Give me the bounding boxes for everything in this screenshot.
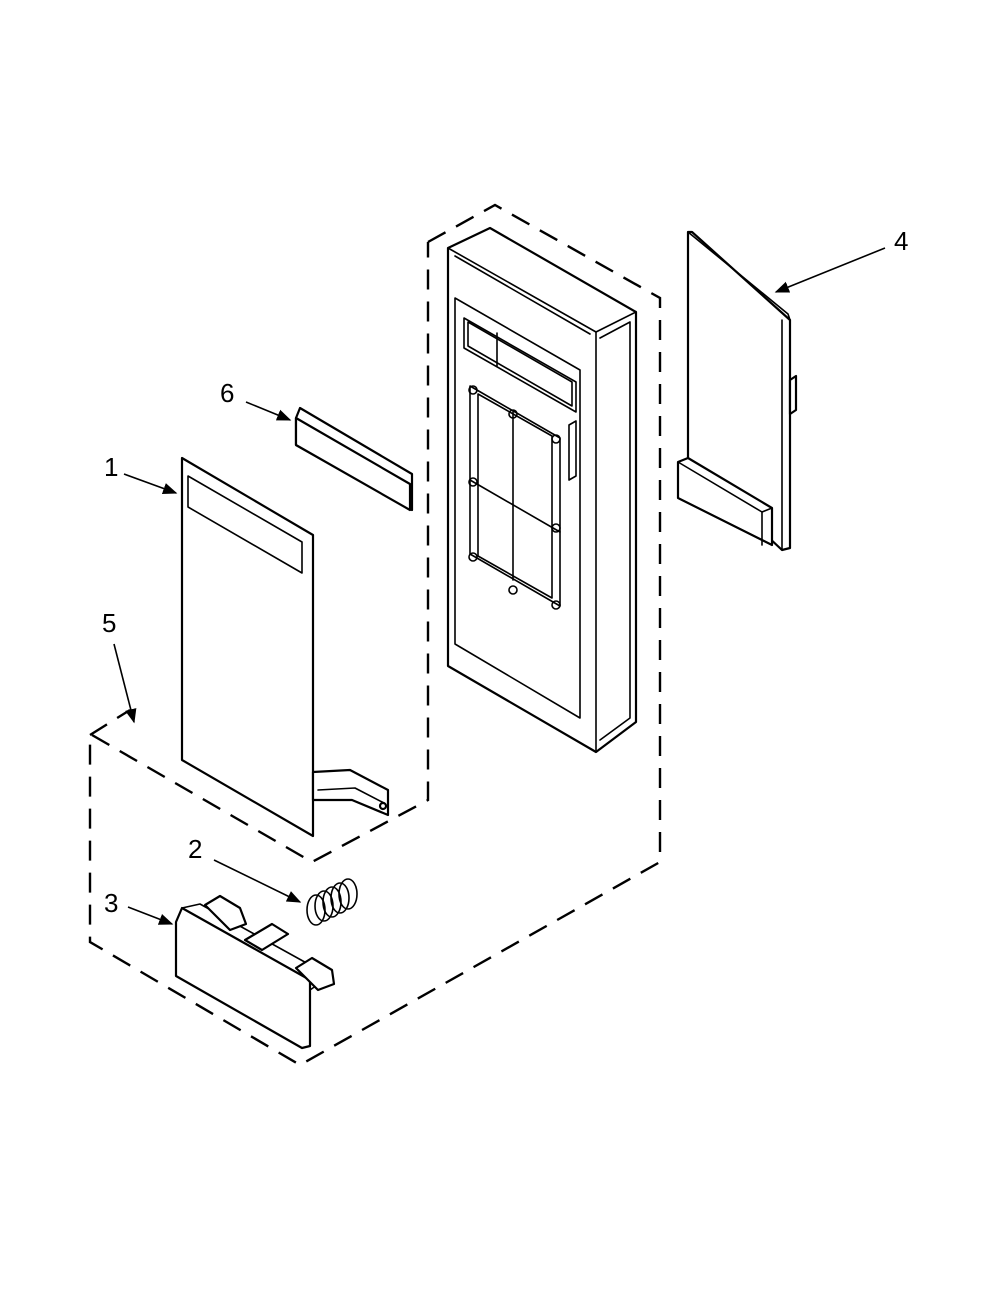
part-4-control-board [676,230,798,552]
door-frame [446,226,638,754]
callout-labels: 1 2 3 4 5 6 [102,226,908,918]
leader-1 [123,473,178,494]
leader-2 [213,859,302,903]
callout-3: 3 [104,888,118,918]
leader-3 [127,906,174,925]
part-6-label [294,406,414,512]
part-2-spring [306,878,358,926]
callout-1: 1 [104,452,118,482]
callout-4: 4 [894,226,908,256]
callout-2: 2 [188,834,202,864]
dashed-assembly-outline [88,203,662,1067]
callout-5: 5 [102,608,116,638]
part-1-door-panel [180,456,390,838]
leader-lines [113,247,886,925]
leader-4 [774,247,886,293]
leader-6 [245,401,292,421]
leader-5 [113,643,137,724]
part-3-handle [174,894,336,1050]
callout-6: 6 [220,378,234,408]
